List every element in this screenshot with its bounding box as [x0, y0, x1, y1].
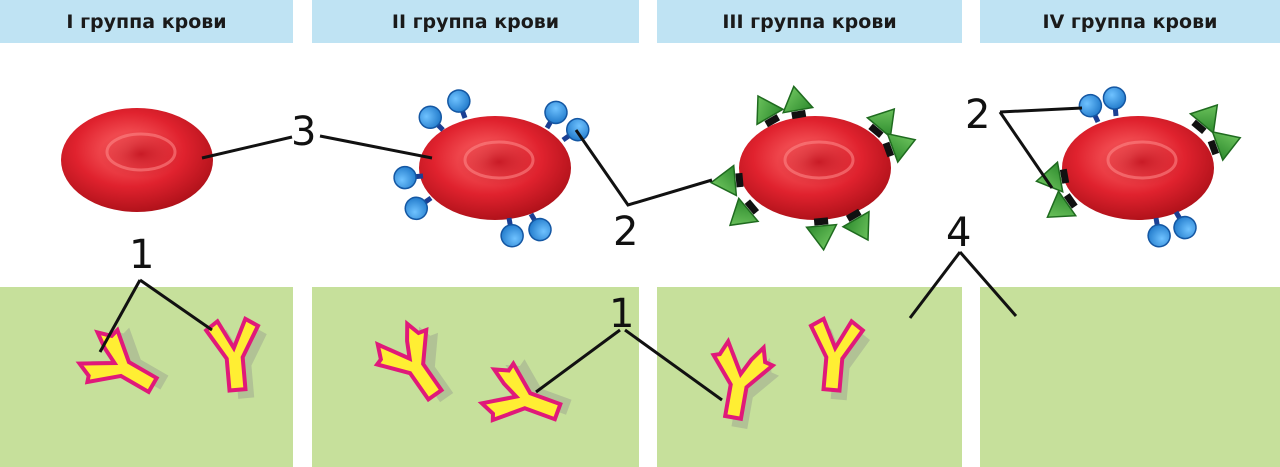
callout-antigens-a: 2	[613, 209, 638, 255]
plasma-panel-2	[312, 287, 639, 467]
erythrocyte-group-2	[393, 87, 593, 248]
erythrocyte-group-1	[59, 106, 215, 214]
callout-antigens-b: 2	[965, 92, 990, 138]
callout-erythrocyte: 3	[291, 109, 316, 155]
callout-antibodies-a: 1	[129, 232, 154, 278]
erythrocyte-group-4	[1033, 86, 1247, 248]
antibody-beta-2b	[475, 348, 582, 445]
leader-lines	[98, 106, 1083, 402]
callout-antibodies-b: 1	[609, 291, 634, 337]
header-group-3: III группа крови	[657, 0, 962, 43]
antibody-alpha-3b	[802, 315, 874, 404]
antibody-alpha-1	[71, 313, 182, 418]
antibody-alpha-3a	[699, 337, 786, 435]
antibody-beta-1	[203, 315, 275, 404]
plasma-panel-4	[980, 287, 1280, 467]
header-group-1: I группа крови	[0, 0, 293, 43]
antibody-beta-2a	[365, 310, 474, 422]
callout-no-antibodies: 4	[946, 210, 971, 256]
erythrocyte-group-3	[709, 83, 922, 252]
header-group-2: II группа крови	[312, 0, 639, 43]
header-group-4: IV группа крови	[980, 0, 1280, 43]
